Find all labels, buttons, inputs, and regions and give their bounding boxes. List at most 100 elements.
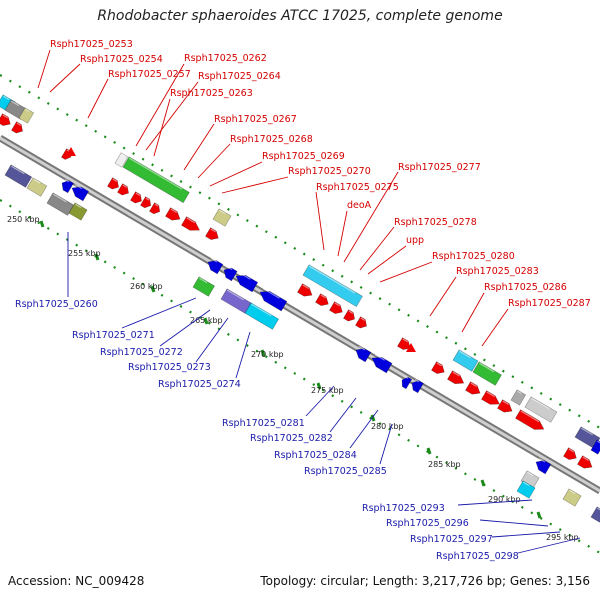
gene-block-forward: [11, 121, 23, 134]
gene-label-forward: Rsph17025_0262: [184, 53, 267, 64]
gene-block-forward: [181, 216, 201, 231]
gene-block-reverse: [401, 376, 413, 390]
leader-line: [517, 537, 581, 554]
leader-line: [49, 63, 81, 93]
gene-label-forward: Rsph17025_0287: [508, 298, 591, 309]
gene-block-reverse: [207, 258, 224, 275]
gene-label-reverse: Rsph17025_0297: [410, 534, 493, 545]
gene-block-forward: [107, 177, 119, 190]
tick-mark: [94, 253, 100, 261]
leader-line: [209, 161, 263, 187]
leader-line: [457, 499, 533, 506]
gene-block-operon: [26, 177, 48, 197]
gene-block-operon: [220, 288, 252, 314]
leader-line: [379, 261, 433, 283]
tick-mark: [203, 317, 209, 325]
gene-label-forward: Rsph17025_0278: [394, 217, 477, 228]
gene-label-forward: Rsph17025_0254: [80, 54, 163, 65]
gene-block-forward: [165, 207, 181, 221]
leader-line: [349, 409, 379, 449]
gene-block-forward: [481, 390, 501, 405]
gene-label-reverse: Rsph17025_0260: [15, 299, 98, 310]
leader-line: [337, 210, 348, 257]
leader-line: [305, 385, 335, 417]
leader-line: [135, 63, 185, 147]
tick-label: 250 kbp: [7, 215, 40, 224]
gene-block-forward: [205, 227, 219, 240]
gene-block-forward: [447, 370, 465, 385]
gene-label-reverse: Rsph17025_0296: [386, 518, 469, 529]
leader-line: [221, 176, 289, 194]
gene-block-operon: [472, 361, 502, 386]
gene-marker: [406, 343, 416, 352]
gene-block-operon: [516, 480, 536, 499]
gene-label-forward: Rsph17025_0286: [484, 282, 567, 293]
gene-label-forward: Rsph17025_0267: [214, 114, 297, 125]
tick-label: 295 kbp: [546, 533, 579, 542]
tick-mark: [39, 220, 45, 228]
leader-line: [367, 245, 407, 275]
gene-block-reverse: [61, 179, 74, 194]
gene-block-forward: [397, 337, 411, 350]
leader-line: [235, 331, 251, 379]
tick-label: 255 kbp: [68, 249, 101, 258]
gene-label-reverse: Rsph17025_0281: [222, 418, 305, 429]
tick-label: 265 kbp: [190, 316, 223, 325]
gene-block-forward: [497, 399, 513, 413]
gene-block-forward: [563, 447, 577, 460]
leader-line: [87, 78, 109, 119]
gene-label-forward: upp: [406, 235, 424, 246]
gene-block-forward: [149, 202, 161, 215]
leader-line: [145, 81, 199, 151]
gene-block-forward: [343, 309, 355, 322]
gene-features: [0, 94, 600, 523]
gene-block-operon: [302, 264, 363, 308]
gene-block-reverse: [259, 288, 288, 312]
gene-label-reverse: Rsph17025_0282: [250, 433, 333, 444]
gene-block-forward: [515, 409, 545, 430]
gene-block-reverse: [235, 272, 259, 293]
gene-block-reverse: [411, 379, 424, 394]
leader-line: [183, 123, 215, 171]
tick-label: 275 kbp: [311, 386, 344, 395]
gene-block-operon: [452, 349, 479, 372]
gene-block-forward: [130, 191, 142, 204]
gene-block-operon: [510, 389, 527, 406]
forward-gene-labels: Rsph17025_0253 Rsph17025_0254 Rsph17025_…: [50, 39, 591, 309]
tick-mark: [150, 285, 156, 293]
gene-label-forward: Rsph17025_0283: [456, 266, 539, 277]
gene-block-reverse: [71, 184, 89, 202]
gene-block-reverse: [535, 458, 552, 475]
gene-block-operon: [244, 302, 280, 330]
gene-label-reverse: Rsph17025_0284: [274, 450, 357, 461]
leader-line: [197, 143, 231, 179]
gene-label-reverse: Rsph17025_0272: [100, 347, 183, 358]
gene-block-operon: [192, 276, 215, 297]
leader-line: [121, 297, 197, 329]
leader-line: [379, 423, 393, 465]
leader-line: [479, 519, 549, 527]
tick-labels: 250 kbp 255 kbp 260 kbp 265 kbp 270 kbp …: [7, 215, 579, 542]
tick-mark: [316, 382, 322, 390]
gene-block-reverse: [223, 266, 238, 282]
gene-block-forward: [329, 301, 343, 314]
gene-block-operon: [562, 488, 582, 507]
gene-block-forward: [315, 293, 329, 306]
gene-block-operon: [524, 396, 558, 423]
leader-line: [37, 49, 51, 89]
tick-mark: [370, 414, 376, 422]
gene-label-forward: deoA: [347, 200, 372, 211]
gene-block-operon: [4, 164, 33, 188]
tick-label: 280 kbp: [371, 422, 404, 431]
gene-block-forward: [297, 283, 313, 297]
gene-block-forward: [117, 183, 129, 196]
tick-label: 290 kbp: [488, 495, 521, 504]
gene-block-operon: [212, 208, 232, 227]
tick-mark: [536, 511, 542, 519]
gene-label-forward: Rsph17025_0269: [262, 151, 345, 162]
leader-line: [153, 98, 171, 157]
accession-text: Accession: NC_009428: [8, 574, 145, 588]
gene-block-reverse: [355, 346, 372, 363]
genome-summary-text: Topology: circular; Length: 3,217,726 bp…: [260, 574, 590, 588]
